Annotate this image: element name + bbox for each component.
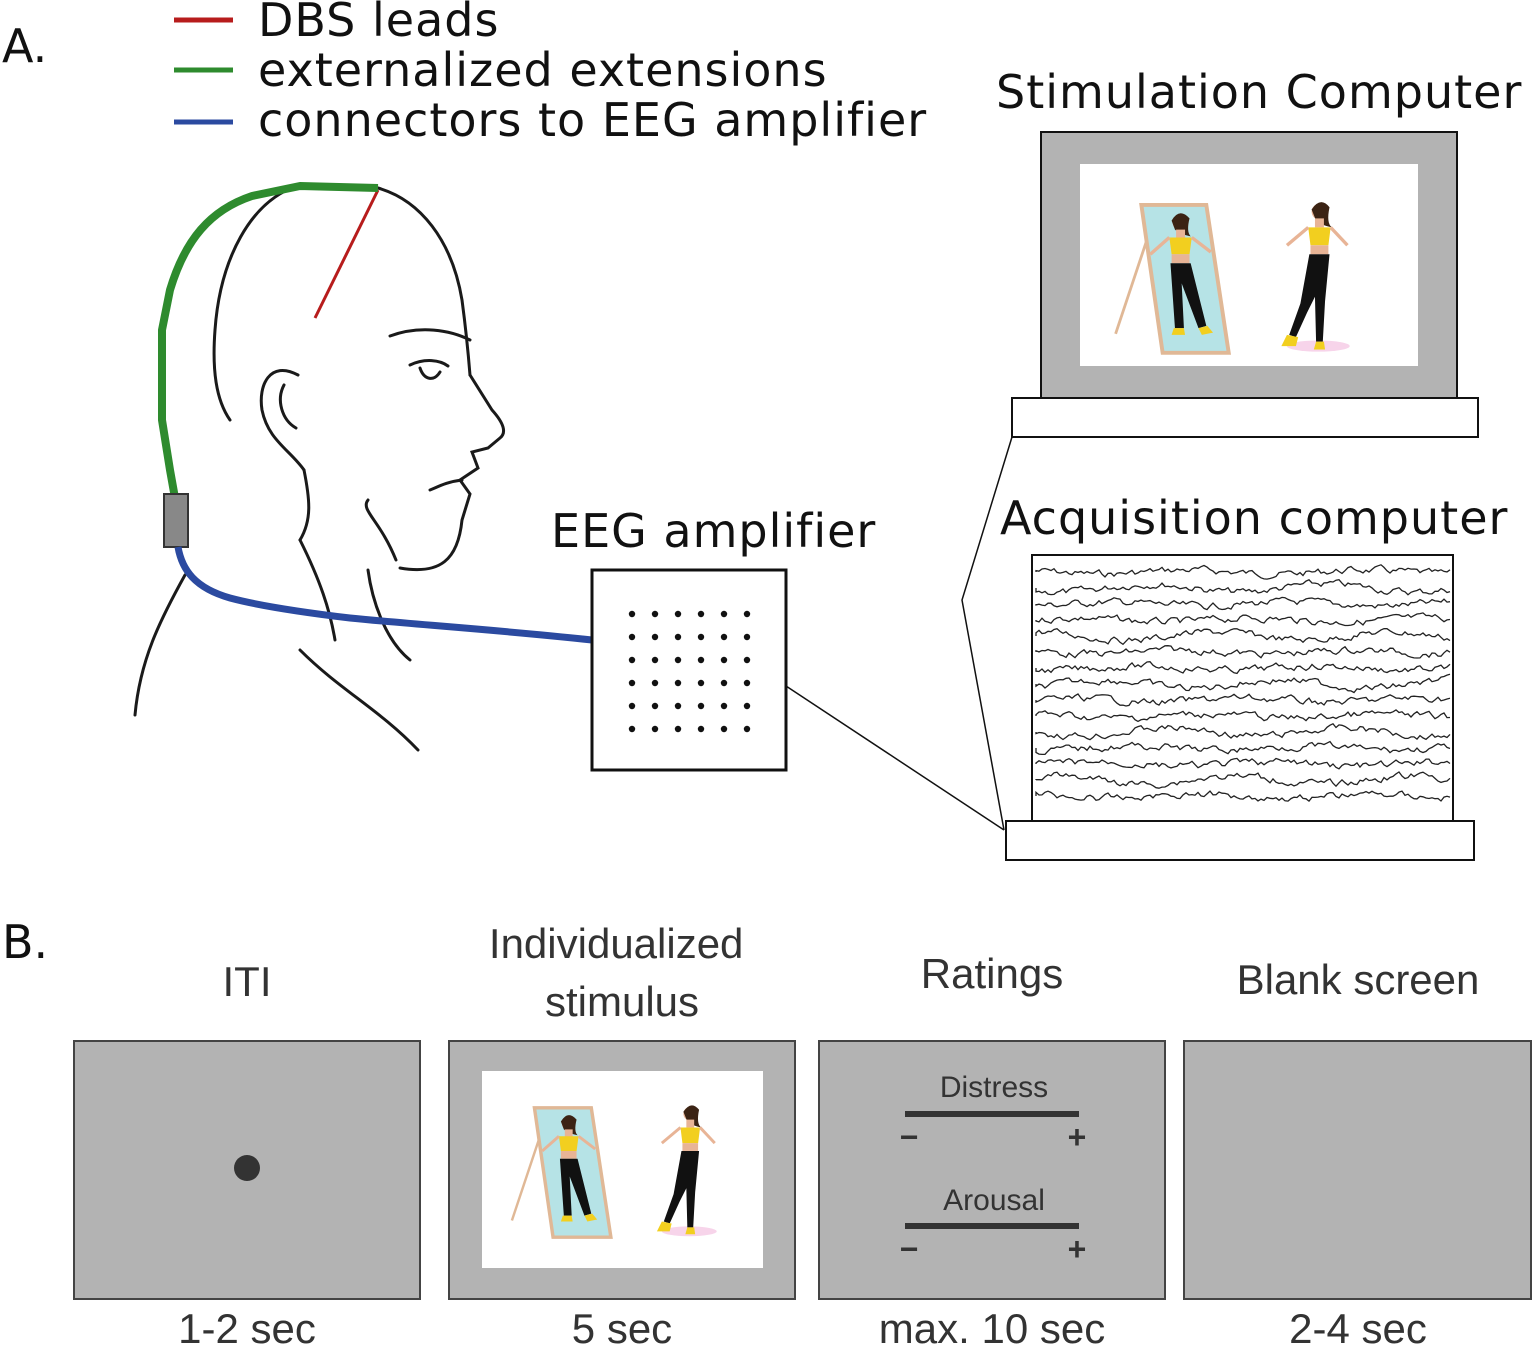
- rating-scale-distress: [905, 1111, 1079, 1117]
- amplifier-electrode-dot: [697, 610, 705, 618]
- amplifier-electrode-dot: [743, 725, 751, 733]
- eeg-trace: [1035, 627, 1451, 646]
- amplifier-electrode-dot: [697, 679, 705, 687]
- amplifier-electrode-dot: [674, 633, 682, 641]
- amplifier-electrode-dot: [720, 633, 728, 641]
- amplifier-electrode-dot: [697, 725, 705, 733]
- amplifier-electrode-dot: [651, 656, 659, 664]
- externalized-extension: [158, 182, 379, 499]
- eeg-trace: [1035, 612, 1451, 627]
- amplifier-electrode-dot: [720, 656, 728, 664]
- amplifier-electrode-grid: [628, 610, 751, 733]
- connector-box: [163, 493, 189, 548]
- step-screen-ratings: [818, 1040, 1166, 1300]
- amplifier-electrode-dot: [697, 656, 705, 664]
- legend: DBS leads externalized extensions connec…: [174, 0, 927, 147]
- amplifier-electrode-dot: [720, 725, 728, 733]
- amplifier-electrode-dot: [743, 610, 751, 618]
- amplifier-electrode-dot: [674, 725, 682, 733]
- eeg-trace: [1035, 790, 1451, 803]
- amplifier-electrode-dot: [743, 633, 751, 641]
- rating-label-arousal: Arousal: [943, 1184, 1045, 1217]
- eeg-trace: [1035, 596, 1451, 611]
- amplifier-electrode-dot: [651, 725, 659, 733]
- step-title-iti: ITI: [223, 958, 272, 1005]
- step-duration-iti: 1-2 sec: [178, 1305, 316, 1348]
- eeg-trace: [1035, 709, 1451, 723]
- stimulation-screen: [1080, 164, 1418, 366]
- legend-label-extensions: externalized extensions: [258, 43, 828, 97]
- acquisition-keyboard: [1005, 820, 1475, 861]
- amplifier-electrode-dot: [651, 679, 659, 687]
- panel-a-letter: A.: [2, 19, 47, 73]
- amplifier-electrode-dot: [674, 656, 682, 664]
- eeg-trace: [1035, 722, 1451, 741]
- rating-plus-distress: +: [1068, 1119, 1087, 1155]
- step-title-stimulus-line2: stimulus: [545, 978, 699, 1025]
- amplifier-electrode-dot: [697, 633, 705, 641]
- step-duration-ratings: max. 10 sec: [879, 1305, 1105, 1348]
- step-title-ratings: Ratings: [921, 950, 1063, 997]
- panel-b-letter: B.: [2, 915, 48, 969]
- amplifier-electrode-dot: [743, 679, 751, 687]
- step-title-stimulus-line1: Individualized: [489, 920, 744, 967]
- amplifier-electrode-dot: [628, 679, 636, 687]
- step-duration-blank: 2-4 sec: [1289, 1305, 1427, 1348]
- legend-label-dbs-leads: DBS leads: [258, 0, 499, 47]
- stimulation-computer-label: Stimulation Computer: [996, 65, 1522, 119]
- rating-label-distress: Distress: [940, 1071, 1048, 1104]
- dbs-lead: [313, 189, 380, 319]
- amplifier-electrode-dot: [720, 702, 728, 710]
- step-title-blank: Blank screen: [1237, 956, 1480, 1003]
- eeg-trace: [1035, 693, 1451, 707]
- eeg-amplifier-label: EEG amplifier: [551, 504, 876, 558]
- amplifier-electrode-dot: [651, 610, 659, 618]
- acquisition-computer-label: Acquisition computer: [1000, 491, 1508, 545]
- eeg-amplifier-box: [590, 568, 788, 772]
- amplifier-electrode-dot: [674, 702, 682, 710]
- amp-to-acquisition-line: [785, 685, 1005, 831]
- amplifier-electrode-dot: [628, 702, 636, 710]
- rating-plus-arousal: +: [1068, 1231, 1087, 1267]
- stimulation-keyboard: [1011, 397, 1479, 438]
- step-title-stimulus: Individualized stimulus: [489, 920, 755, 1025]
- amplifier-electrode-dot: [651, 633, 659, 641]
- acquisition-monitor: [1031, 554, 1454, 822]
- computers-link-line: [961, 436, 1013, 831]
- amplifier-cable: [174, 546, 593, 644]
- amplifier-electrode-dot: [720, 610, 728, 618]
- eeg-trace: [1035, 564, 1451, 580]
- amplifier-electrode-dot: [720, 679, 728, 687]
- amplifier-electrode-dot: [628, 725, 636, 733]
- step-duration-stimulus: 5 sec: [572, 1305, 672, 1348]
- amplifier-electrode-dot: [651, 702, 659, 710]
- stimulus-image-frame: [482, 1071, 763, 1268]
- amplifier-electrode-dot: [697, 702, 705, 710]
- amplifier-electrode-dot: [743, 702, 751, 710]
- amplifier-electrode-dot: [674, 610, 682, 618]
- eeg-trace: [1035, 740, 1451, 756]
- eeg-trace: [1035, 757, 1451, 770]
- head-illustration: [133, 183, 506, 752]
- amplifier-electrode-dot: [628, 610, 636, 618]
- eeg-trace: [1035, 645, 1451, 659]
- eeg-trace: [1035, 673, 1451, 694]
- step-screen-blank: [1183, 1040, 1532, 1300]
- rating-minus-arousal: −: [900, 1231, 919, 1267]
- legend-label-connectors: connectors to EEG amplifier: [258, 93, 927, 147]
- eeg-trace: [1035, 578, 1451, 596]
- eeg-trace: [1035, 771, 1451, 789]
- amplifier-electrode-dot: [743, 656, 751, 664]
- amplifier-electrode-dot: [628, 633, 636, 641]
- eeg-traces: [1035, 564, 1451, 803]
- fixation-dot: [234, 1155, 260, 1181]
- amplifier-electrode-dot: [674, 679, 682, 687]
- rating-scale-arousal: [905, 1223, 1079, 1229]
- eeg-trace: [1035, 661, 1451, 675]
- amplifier-electrode-dot: [628, 656, 636, 664]
- rating-minus-distress: −: [900, 1119, 919, 1155]
